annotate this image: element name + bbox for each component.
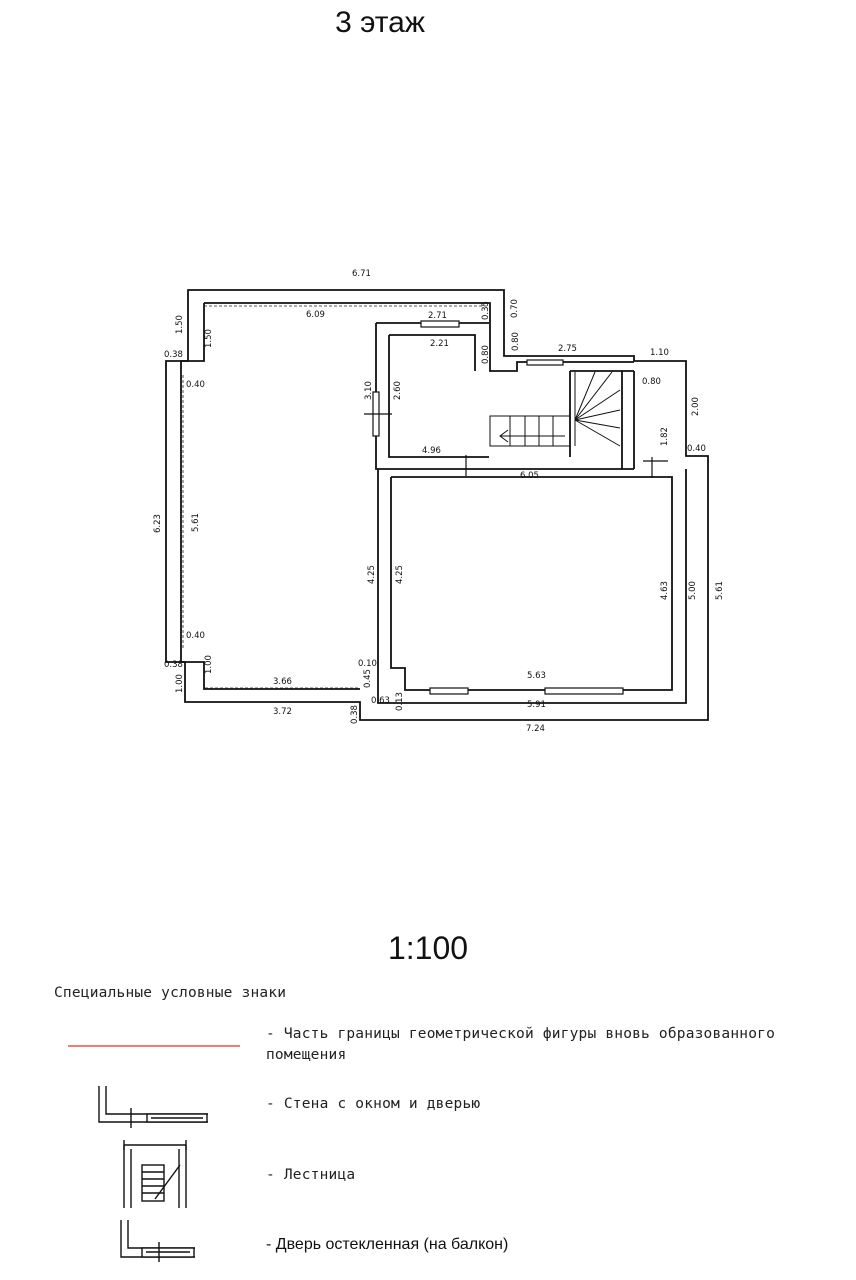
dim-label: 6.23 bbox=[153, 514, 163, 533]
window-top bbox=[420, 320, 460, 328]
legend-item-wall-window-door: - Стена с окном и дверью bbox=[266, 1096, 481, 1112]
dim-label: 2.00 bbox=[691, 397, 701, 416]
legend-heading: Специальные условные знаки bbox=[54, 985, 287, 1001]
dim-label: 0.13 bbox=[395, 692, 405, 711]
dim-label: 1.00 bbox=[204, 655, 214, 674]
dim-label: 0.45 bbox=[363, 669, 373, 688]
window-stair bbox=[526, 359, 564, 366]
dim-label: 5.61 bbox=[191, 513, 201, 532]
dim-label: 0.38 bbox=[164, 660, 183, 670]
dim-label: 0.40 bbox=[186, 380, 205, 390]
wall-window-door-icon bbox=[98, 1086, 208, 1128]
dim-label: 0.40 bbox=[687, 444, 706, 454]
dim-label: 5.91 bbox=[527, 700, 546, 710]
left-room-dashed-boundary bbox=[182, 305, 488, 689]
dim-label: 2.71 bbox=[428, 311, 447, 321]
staircase-icon bbox=[123, 1140, 187, 1208]
dim-label: 0.10 bbox=[358, 659, 377, 669]
glazed-door-icon bbox=[120, 1220, 195, 1262]
dim-label: 0.63 bbox=[371, 696, 390, 706]
stair-core-wall bbox=[569, 370, 635, 469]
dim-label: 3.10 bbox=[364, 381, 374, 400]
big-room-wall bbox=[377, 469, 687, 704]
dim-label: 5.61 bbox=[715, 581, 725, 600]
dim-label: 0.80 bbox=[481, 345, 491, 364]
legend-item-boundary: - Часть границы геометрической фигуры вн… bbox=[266, 1026, 775, 1063]
dim-label: 1.82 bbox=[660, 427, 670, 446]
staircase-icon bbox=[489, 371, 621, 447]
dim-label: 1.10 bbox=[650, 348, 669, 358]
dim-label: 1.00 bbox=[175, 674, 185, 693]
dim-label: 2.60 bbox=[393, 381, 403, 400]
dim-label: 4.63 bbox=[660, 581, 670, 600]
floor-plan: 6.71 6.09 0.35 0.70 1.50 1.50 0.38 0.40 … bbox=[153, 269, 725, 734]
dim-label: 5.63 bbox=[527, 671, 546, 681]
window-bottom-right bbox=[544, 687, 624, 695]
dim-label: 6.09 bbox=[306, 310, 325, 320]
dim-label: 1.50 bbox=[204, 329, 214, 348]
outer-wall-contour bbox=[165, 289, 709, 721]
dim-label: 2.21 bbox=[430, 339, 449, 349]
dim-label: 7.24 bbox=[526, 724, 545, 734]
dim-label: 0.70 bbox=[510, 299, 520, 318]
dim-label: 0.38 bbox=[350, 705, 360, 724]
dim-label: 4.25 bbox=[395, 565, 405, 584]
dim-label: 4.25 bbox=[367, 565, 377, 584]
window-bottom-left bbox=[429, 687, 469, 695]
dim-label: 1.50 bbox=[175, 315, 185, 334]
dim-label: 0.80 bbox=[511, 332, 521, 351]
legend-item-glazed-door: - Дверь остекленная (на балкон) bbox=[266, 1236, 509, 1253]
dim-label: 5.00 bbox=[688, 581, 698, 600]
dim-label: 0.38 bbox=[164, 350, 183, 360]
dim-label: 0.35 bbox=[481, 301, 491, 320]
scale-label: 1:100 bbox=[387, 930, 469, 966]
dim-label: 3.66 bbox=[273, 677, 292, 687]
legend-item-staircase: - Лестница bbox=[266, 1167, 356, 1183]
dim-label: 3.72 bbox=[273, 707, 292, 717]
dim-label: 0.40 bbox=[186, 631, 205, 641]
dim-label: 4.96 bbox=[422, 446, 441, 456]
dim-label: 6.05 bbox=[520, 471, 539, 481]
dim-label: 2.75 bbox=[558, 344, 577, 354]
dim-label: 0.80 bbox=[642, 377, 661, 387]
page-title: 3 этаж bbox=[335, 6, 425, 39]
dim-label: 6.71 bbox=[352, 269, 371, 279]
